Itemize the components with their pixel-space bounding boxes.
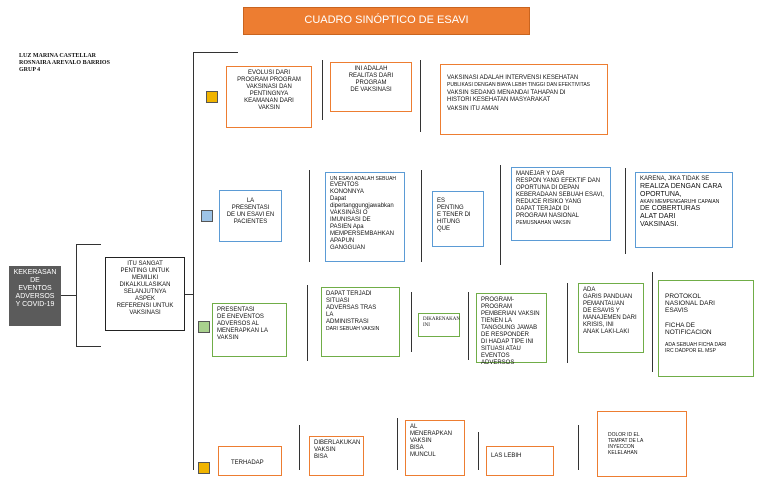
row1-box3-line3: VAKSIN SEDANG MENANDAI TAHAPAN DI HISTOR… — [447, 90, 566, 103]
brace-line — [322, 60, 323, 120]
row1-marker — [206, 91, 218, 103]
row4-marker — [198, 462, 210, 474]
connector-line — [61, 295, 76, 296]
row1-box3-line1: VAKSINASI ADALAH INTERVENSI KESEHATAN — [447, 75, 579, 81]
row3-box3: DIKARENAKAN INI — [418, 313, 460, 337]
row2-box4-small: PEMUSNAHAN VAKSIN — [516, 220, 571, 226]
row3-box2-text: DAPAT TERJADI SITUASI ADVERSAS TRAS LA A… — [326, 291, 377, 325]
root-node: KEKERASAN DE EVENTOS ADVERSOS Y COVID-19 — [9, 266, 61, 326]
row2-box5-line1: KARENA, JIKA TIDAK SE — [640, 176, 710, 182]
row3-marker — [198, 321, 210, 333]
row3-box5: ADA GARIS PANDUAN PEMANTAUAN DE ESAVIS Y… — [578, 283, 644, 353]
brace-line — [307, 285, 308, 361]
row2-box5-line3: DE COBERTURAS ALAT DARI VAKSINASI. — [640, 205, 701, 228]
row3-box6: PROTOKOL NASIONAL DARI ESAVIS FICHA DE N… — [658, 280, 754, 377]
row2-box2-text: EVENTOS KONONNYA Dapat dipertanggungjawa… — [330, 182, 395, 251]
row2-box4-text: MANEJAR Y DAR RESPON YANG EFEKTIF DAN OP… — [516, 171, 604, 219]
row1-box2: INI ADALAH REALITAS DARI PROGRAM DE VAKS… — [330, 62, 412, 112]
authors-label: LUZ MARINA CASTELLAR ROSNAIRA AREVALO BA… — [19, 53, 110, 73]
row3-box6-item3: ADA SEBUAH FICHA DARI IRC DADPOR EL MSP — [665, 342, 727, 354]
row1-box3: VAKSINASI ADALAH INTERVENSI KESEHATAN PU… — [440, 64, 608, 135]
row2-box1: LA PRESENTASI DE UN ESAVI EN PACIENTES — [219, 190, 282, 242]
row4-box3: AL MENERAPKAN VAKSIN BISA MUNCUL — [405, 420, 465, 476]
row3-box2-small: DARI SEBUAH VAKSIN — [326, 326, 380, 332]
brace-line — [309, 170, 310, 262]
connector-line — [185, 294, 193, 295]
main-brace-line — [193, 52, 194, 470]
brace-line — [420, 60, 421, 132]
row4-box1: TERHADAP — [218, 446, 282, 476]
brace-line — [625, 168, 626, 254]
brace-line — [299, 425, 300, 470]
row3-box6-item2: FICHA DE NOTIFICACION — [665, 322, 712, 336]
row3-box6-item1: PROTOKOL NASIONAL DARI ESAVIS — [665, 293, 715, 314]
row2-box3: ES PENTING E TENER DI HITUNG QUE — [432, 191, 484, 247]
brace-line — [652, 272, 653, 372]
row2-box2-head: UN ESAVI ADALAH SEBUAH — [330, 176, 397, 182]
brace-line — [421, 170, 422, 262]
brace-line — [567, 283, 568, 363]
diagram-title: CUADRO SINÓPTICO DE ESAVI — [243, 7, 530, 35]
brace-line — [397, 418, 398, 470]
row1-box3-line2: PUBLIKASI DENGAN BIAYA LEBIH TINGGI DAN … — [447, 82, 591, 88]
brace-line — [468, 292, 469, 360]
row2-box5-small: AKAN MEMPENGARUHI CAPAIAN — [640, 199, 720, 205]
row1-box3-line4: VAKSIN ITU AMAN — [447, 106, 499, 112]
row2-box5-line2: REALIZA DENGAN CARA OPORTUNA, — [640, 183, 723, 198]
row2-box4: MANEJAR Y DAR RESPON YANG EFEKTIF DAN OP… — [511, 167, 611, 241]
brace-line — [500, 165, 501, 265]
brace-line — [76, 244, 77, 346]
left-box: ITU SANGAT PENTING UNTUK MEMILIKI DIKALK… — [105, 257, 185, 331]
brace-line — [578, 425, 579, 470]
brace-line — [76, 346, 101, 347]
row2-box5: KARENA, JIKA TIDAK SE REALIZA DENGAN CAR… — [635, 172, 733, 248]
row3-box4: PROGRAM-PROGRAM PEMBERIAN VAKSIN TIENEN … — [476, 293, 547, 366]
brace-line — [411, 292, 412, 352]
row2-marker — [201, 210, 213, 222]
row4-box2: DIBERLAKUKAN VAKSIN BISA — [309, 436, 364, 476]
brace-line — [478, 432, 479, 470]
row4-box1-label: TERHADAP — [231, 460, 264, 466]
row3-box2: DAPAT TERJADI SITUASI ADVERSAS TRAS LA A… — [321, 287, 400, 357]
row4-box4: LAS LEBIH — [486, 446, 554, 476]
row2-box2: UN ESAVI ADALAH SEBUAH EVENTOS KONONNYA … — [325, 172, 405, 262]
brace-line — [76, 244, 101, 245]
row1-box1: EVOLUSI DARI PROGRAM PROGRAM VAKSINASI D… — [226, 66, 312, 128]
row3-box1: PRESENTASI DE ENEVENTOS ADVERSOS AL MENE… — [212, 303, 287, 357]
row4-box5: DOLOR ID EL TEMPAT DE LA INYECCON KELELA… — [597, 411, 687, 477]
main-brace-line — [193, 52, 238, 53]
